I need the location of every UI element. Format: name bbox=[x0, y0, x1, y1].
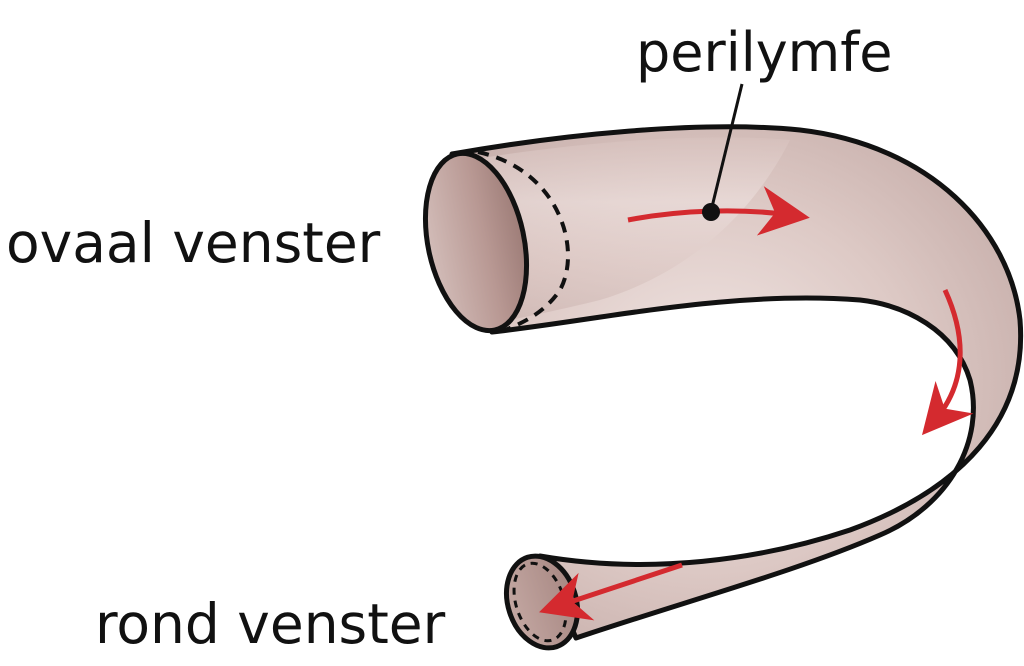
perilymph-leader-line bbox=[709, 83, 744, 212]
oval-window-opening bbox=[422, 150, 530, 334]
label-perilymph: perilymfe bbox=[636, 21, 893, 84]
label-round-window: rond venster bbox=[95, 592, 446, 656]
tube-shading bbox=[470, 137, 790, 322]
flow-arrow-bend bbox=[921, 288, 974, 436]
label-oval-window: ovaal venster bbox=[6, 211, 381, 275]
perilymph-leader-dot bbox=[702, 203, 720, 221]
flow-arrow-bottom bbox=[539, 562, 683, 621]
